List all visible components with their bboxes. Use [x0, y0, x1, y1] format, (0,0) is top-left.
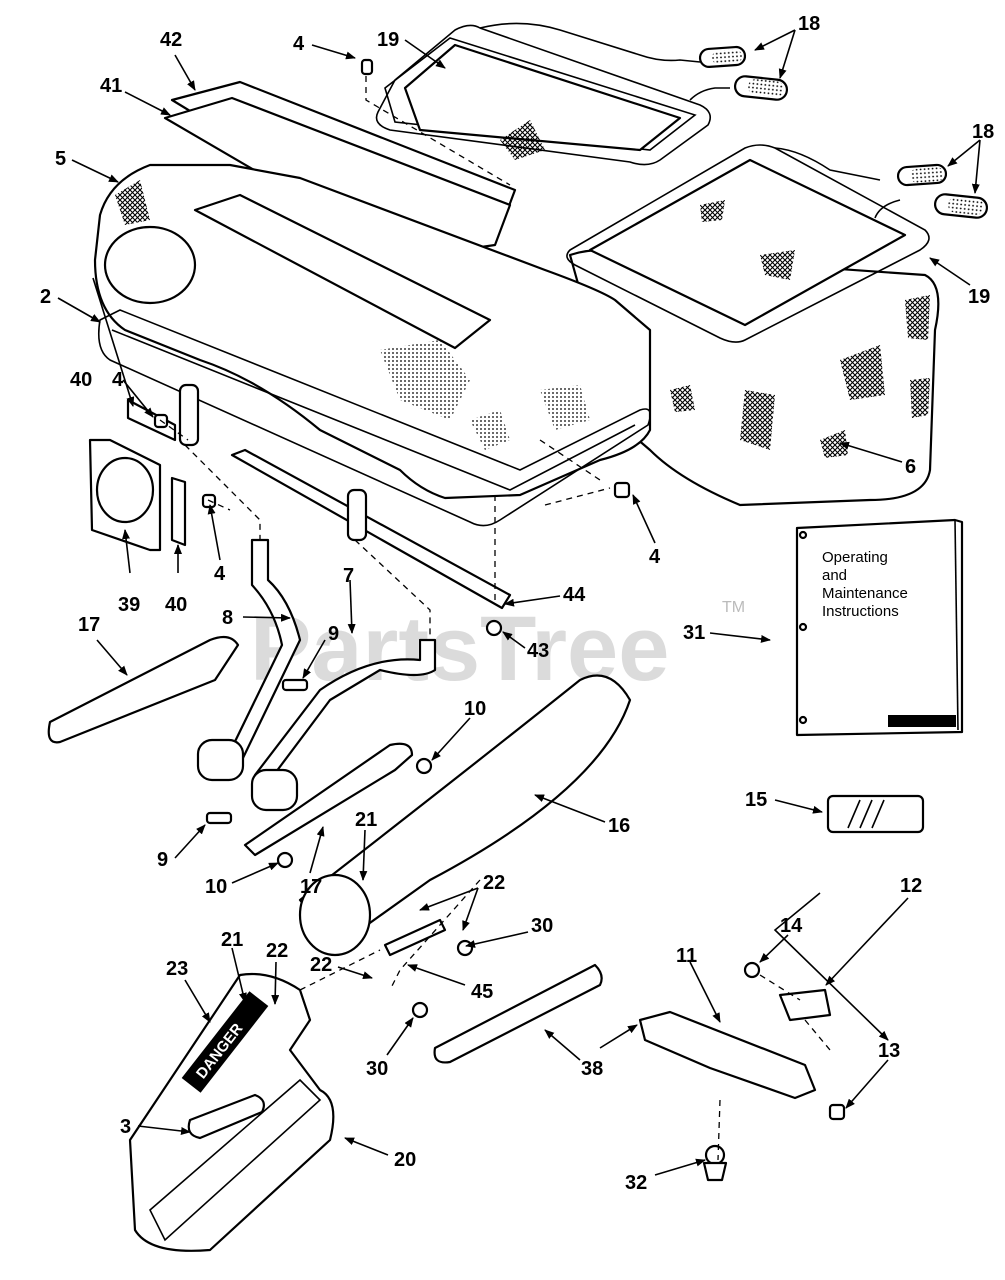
callout-31: 31	[683, 622, 705, 644]
strap	[230, 448, 512, 610]
cap	[702, 1161, 728, 1182]
callout-4a: 4	[112, 369, 124, 391]
callout-9b: 9	[157, 849, 168, 871]
callout-30b: 30	[366, 1058, 388, 1080]
callout-42: 42	[160, 29, 182, 51]
callout-45: 45	[471, 981, 493, 1003]
callout-7: 7	[343, 565, 354, 587]
callout-32: 32	[625, 1172, 647, 1194]
manual-title-line-2: and	[822, 567, 847, 584]
manual-title-line-4: Instructions	[822, 603, 899, 620]
handle-grips	[698, 45, 989, 219]
callout-10a: 10	[464, 698, 486, 720]
manual-title-line-1: Operating	[822, 549, 888, 566]
callout-14: 14	[780, 915, 803, 937]
callout-10b: 10	[205, 876, 227, 898]
callout-40b: 40	[165, 594, 187, 616]
lift-bars	[47, 635, 414, 857]
blade	[433, 963, 603, 1064]
callout-30a: 30	[531, 915, 553, 937]
callout-43: 43	[527, 640, 549, 662]
grass-bag-upper	[403, 43, 682, 160]
gasket-and-brackets	[88, 398, 187, 552]
callout-4d: 4	[649, 546, 661, 568]
grass-bag-lower	[568, 248, 940, 507]
callout-22a: 22	[483, 872, 505, 894]
callout-18a: 18	[798, 13, 820, 35]
callout-41: 41	[100, 75, 122, 97]
callout-17a: 17	[78, 614, 100, 636]
watermark: PartsTree TM	[250, 598, 745, 700]
callout-15: 15	[745, 789, 767, 811]
callout-21a: 21	[355, 809, 377, 831]
callout-19b: 19	[968, 286, 990, 308]
callout-23: 23	[166, 958, 188, 980]
operating-manual: Operating and Maintenance Instructions	[795, 518, 964, 737]
callout-11: 11	[676, 945, 697, 967]
callout-18b: 18	[972, 121, 994, 143]
discharge-housing	[93, 163, 652, 500]
bag-frame-lower	[566, 144, 930, 343]
alignment-lines	[159, 76, 831, 1161]
callout-13: 13	[878, 1040, 900, 1062]
cover-plates	[163, 80, 517, 260]
callout-21b: 21	[221, 929, 243, 951]
callout-2: 2	[40, 286, 51, 308]
manual-title-line-3: Maintenance	[822, 585, 908, 602]
callout-8: 8	[222, 607, 233, 629]
callout-22c: 22	[310, 954, 332, 976]
hardware	[153, 58, 846, 1166]
leader-arrows	[57, 29, 981, 1176]
callout-40a: 40	[70, 369, 92, 391]
callout-5: 5	[55, 148, 66, 170]
callout-20: 20	[394, 1149, 416, 1171]
callout-16: 16	[608, 815, 630, 837]
callout-4c: 4	[214, 563, 226, 585]
callout-39: 39	[118, 594, 140, 616]
deflector: DANGER	[128, 972, 335, 1252]
callout-9a: 9	[328, 623, 339, 645]
callout-labels: 42 41 5 2 40 4 4 19 18 18 19 6 39 40 4 4…	[40, 13, 994, 1194]
link-assembly	[178, 383, 437, 812]
callout-19a: 19	[377, 29, 399, 51]
callout-38: 38	[581, 1058, 603, 1080]
callout-3: 3	[120, 1116, 131, 1138]
blade-adapter	[638, 988, 832, 1100]
watermark-trademark: TM	[722, 599, 745, 616]
discharge-chute	[298, 674, 632, 957]
callout-6: 6	[905, 456, 916, 478]
callout-4b: 4	[293, 33, 305, 55]
callout-22b: 22	[266, 940, 288, 962]
callout-17b: 17	[300, 876, 322, 898]
callout-44: 44	[563, 584, 586, 606]
mount-frame	[97, 309, 651, 527]
decal-plate	[826, 794, 925, 834]
callout-12: 12	[900, 875, 922, 897]
